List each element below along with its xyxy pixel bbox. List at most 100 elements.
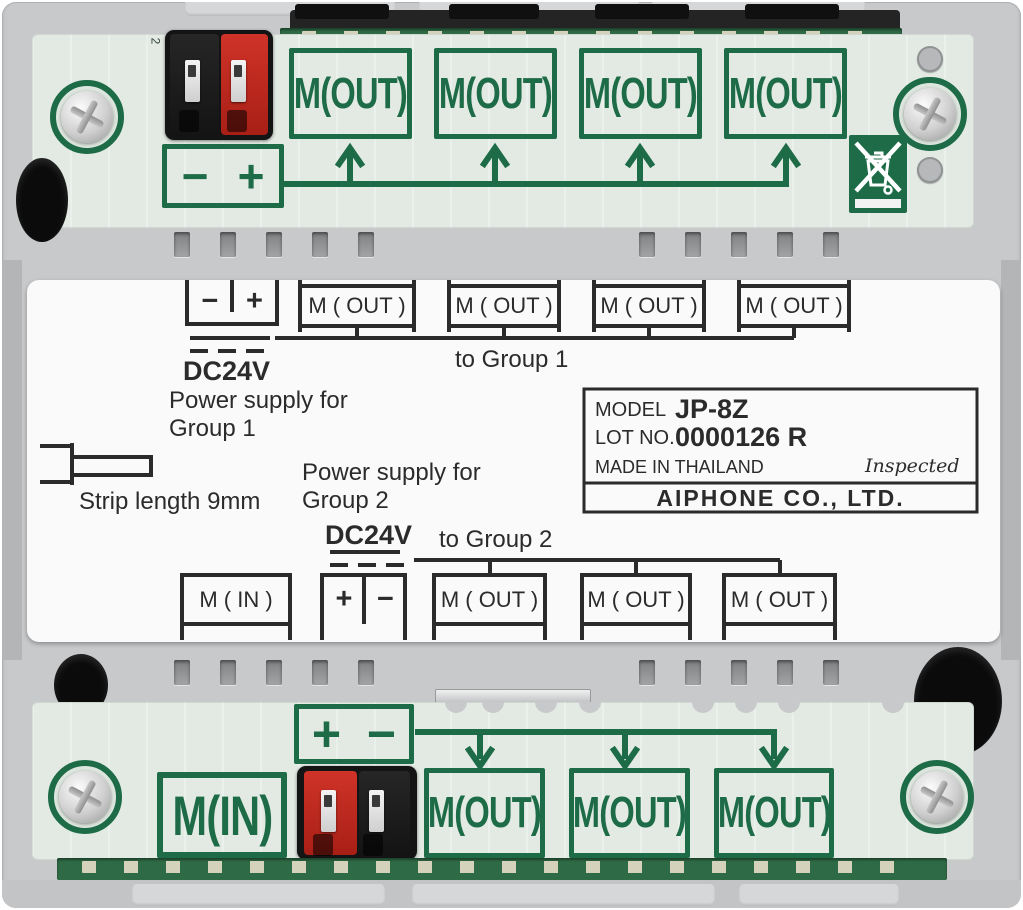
mount-hole-top-left bbox=[16, 158, 68, 242]
housing-tab-bottom-3 bbox=[739, 884, 899, 906]
bottom-bus-diagram bbox=[415, 729, 790, 772]
vent-slot bbox=[266, 232, 282, 257]
lever-notch bbox=[372, 795, 380, 807]
g2-caption-line2: Group 2 bbox=[302, 487, 389, 514]
lot-value: 0000126 R bbox=[675, 422, 808, 452]
top-power-terminal-box: − + bbox=[162, 144, 284, 208]
lever-notch bbox=[234, 65, 242, 77]
g1-caption-line1: Power supply for bbox=[169, 387, 348, 414]
top-terminal-wire-hole-2 bbox=[227, 110, 247, 132]
bottom-right-screw bbox=[911, 771, 963, 823]
top-terminal-lever-red bbox=[231, 60, 246, 102]
lever-notch bbox=[188, 65, 196, 77]
housing-tab-bottom-2 bbox=[412, 884, 715, 906]
top-left-screw bbox=[61, 91, 113, 143]
g2-out-terminal-1: M ( OUT ) bbox=[440, 586, 539, 612]
vent-slot bbox=[312, 232, 328, 257]
bottom-out-label-1: M(OUT) bbox=[427, 788, 542, 837]
bottom-power-plus-label: + bbox=[311, 706, 342, 762]
panel-notch bbox=[445, 702, 467, 713]
top-out-connector-1: M(OUT) bbox=[289, 48, 412, 139]
top-out-connector-2: M(OUT) bbox=[434, 48, 557, 139]
top-terminal-wire-hole-1 bbox=[179, 110, 199, 132]
bottom-in-label: M(IN) bbox=[172, 783, 273, 847]
housing-left-edge bbox=[2, 260, 22, 660]
vent-slot bbox=[639, 232, 655, 257]
vent-slot bbox=[220, 232, 236, 257]
bottom-out-label-2: M(OUT) bbox=[572, 788, 687, 837]
vent-slot bbox=[777, 232, 793, 257]
g1-out-terminal-3: M ( OUT ) bbox=[600, 293, 698, 318]
top-out-connector-4: M(OUT) bbox=[724, 48, 847, 139]
top-out-label-1: M(OUT) bbox=[293, 68, 408, 118]
bottom-terminal-wire-hole-1 bbox=[313, 834, 333, 856]
bottom-terminal-lever-black bbox=[369, 790, 384, 832]
top-out-connector-3: M(OUT) bbox=[579, 48, 702, 139]
vent-slot bbox=[174, 232, 190, 257]
bottom-power-minus-label: − bbox=[366, 706, 397, 762]
top-connector-tab-1 bbox=[295, 4, 389, 19]
top-power-plus-label: + bbox=[237, 150, 265, 202]
bottom-power-terminal-block bbox=[297, 766, 417, 860]
g1-out-terminal-4: M ( OUT ) bbox=[745, 293, 843, 318]
g2-in-terminal: M ( IN ) bbox=[199, 586, 273, 612]
weee-icon-bar bbox=[855, 199, 901, 208]
top-power-minus-label: − bbox=[181, 150, 209, 202]
g2-caption-line1: Power supply for bbox=[302, 459, 481, 486]
vent-slot bbox=[639, 660, 655, 685]
vent-slot bbox=[731, 232, 747, 257]
g2-bus-caption: to Group 2 bbox=[439, 526, 553, 553]
top-bus-diagram bbox=[284, 142, 802, 187]
panel-notch bbox=[882, 702, 904, 713]
model-label: MODEL bbox=[595, 399, 667, 421]
bottom-terminal-lever-red bbox=[321, 790, 336, 832]
bottom-green-panel bbox=[32, 702, 974, 860]
g2-dc-rating: DC24V bbox=[325, 520, 413, 550]
g1-out-terminal-2: M ( OUT ) bbox=[455, 293, 553, 318]
bottom-pcb-contacts bbox=[82, 861, 922, 873]
bottom-out-connector-1: M(OUT) bbox=[424, 768, 545, 858]
bottom-in-connector: M(IN) bbox=[157, 772, 287, 858]
panel-notch bbox=[735, 702, 757, 713]
panel-notch bbox=[579, 702, 601, 713]
top-connector-tab-2 bbox=[449, 4, 539, 19]
housing-tab-bottom-1 bbox=[132, 884, 385, 906]
vent-slot bbox=[685, 660, 701, 685]
panel-notch bbox=[778, 702, 800, 713]
bottom-left-screw bbox=[59, 771, 111, 823]
company-name: AIPHONE CO., LTD. bbox=[656, 484, 905, 511]
top-connector-tab-3 bbox=[595, 4, 689, 19]
vent-slot bbox=[174, 660, 190, 685]
port-number-mark: 2 bbox=[148, 37, 163, 45]
g1-plus-sign: + bbox=[246, 284, 263, 317]
bottom-power-terminal-box: + − bbox=[294, 704, 414, 764]
housing-right-edge bbox=[1001, 260, 1021, 660]
panel-notch bbox=[482, 702, 504, 713]
g2-minus-sign: − bbox=[377, 583, 394, 615]
bottom-out-connector-2: M(OUT) bbox=[569, 768, 690, 858]
top-right-screw bbox=[904, 88, 956, 140]
top-connector-tab-4 bbox=[745, 4, 839, 19]
origin-text: MADE IN THAILAND bbox=[595, 457, 764, 477]
top-out-label-3: M(OUT) bbox=[583, 68, 698, 118]
spec-label: − + DC24V Power supply for Group 1 M ( O… bbox=[27, 280, 1000, 642]
vent-slot bbox=[358, 232, 374, 257]
g1-caption-line2: Group 1 bbox=[169, 415, 256, 442]
top-right-post-lower bbox=[917, 157, 943, 183]
vent-slot bbox=[823, 232, 839, 257]
g1-out-terminal-1: M ( OUT ) bbox=[308, 293, 406, 318]
vent-slot bbox=[685, 232, 701, 257]
weee-icon bbox=[849, 135, 907, 213]
label-wiring-diagram bbox=[40, 280, 979, 640]
top-out-label-4: M(OUT) bbox=[728, 68, 843, 118]
top-power-terminal-block bbox=[165, 30, 273, 140]
model-value: JP-8Z bbox=[675, 394, 749, 424]
vent-slot bbox=[358, 660, 374, 685]
panel-notch bbox=[692, 702, 714, 713]
inspected-stamp: Inspected bbox=[865, 455, 960, 477]
vent-slot bbox=[823, 660, 839, 685]
g1-dc-rating: DC24V bbox=[183, 356, 271, 386]
vent-slot bbox=[312, 660, 328, 685]
